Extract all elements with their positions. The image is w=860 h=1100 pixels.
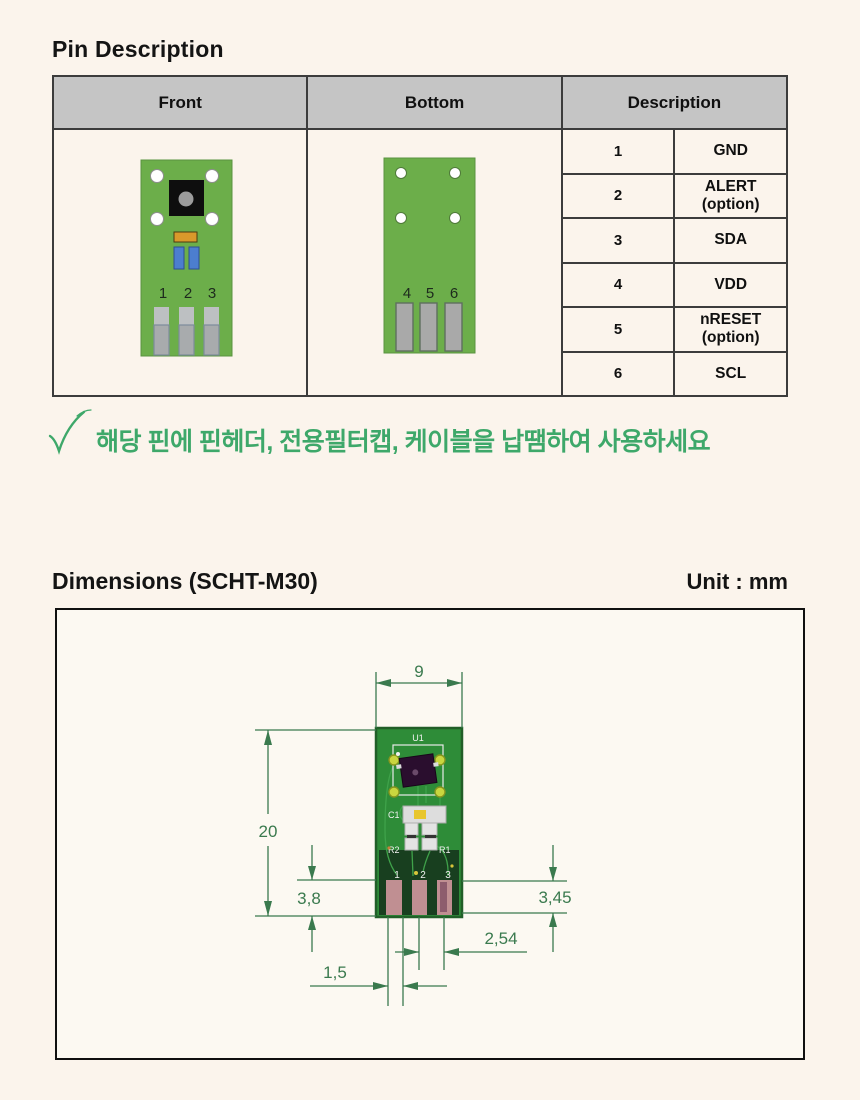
hole-icon [395,212,408,224]
pin-number-label: 5 [426,285,434,302]
bottom-board-cell: 4 5 6 [306,128,563,397]
pin-description: GND [673,128,788,175]
front-pins [153,307,220,356]
dim-label-right: 3,45 [538,888,571,907]
pin-number: 6 [560,350,676,397]
pcb-photo: U1 C1 [374,726,464,919]
dimensions-header: Dimensions (SCHT-M30) Unit : mm [52,568,788,595]
photo-pin1-label: 1 [394,870,400,881]
usage-note-text: 해당 핀에 핀헤더, 전용필터캡, 케이블을 납땜하여 사용하세요 [96,428,711,456]
hole-icon [204,169,219,183]
c1-label: C1 [388,810,400,820]
dim-pitch-254: 2,54 [395,917,527,970]
pad-icon [388,754,400,766]
hole-icon [449,212,462,224]
table-row: 2 ALERT (option) [53,172,788,219]
ic-chip [396,753,439,788]
bottom-board-image: 4 5 6 [383,157,476,354]
pin-description: nRESET (option) [673,306,788,353]
pin-description: VDD [673,261,788,308]
col-header-front: Front [51,75,309,130]
dim-right-345: 3,45 [462,845,572,952]
r2-label: R2 [388,845,400,855]
dim-left-38: 3,8 [297,845,376,952]
sensor-aperture [178,191,194,207]
pin-number-label: 2 [184,285,192,302]
dim-width-9: 9 [375,662,463,728]
photo-pin3-label: 3 [445,870,451,881]
col-header-description: Description [560,75,789,130]
pin-pad [203,307,219,325]
checkmark-icon [48,409,92,455]
pin-number-label: 6 [450,285,458,302]
pad-icon [388,786,400,798]
dim-label-pad: 1,5 [323,963,347,982]
photo-pin2-label: 2 [420,870,426,881]
pin-pad [153,307,169,325]
pin-number: 5 [560,306,676,353]
table-row: 4 VDD [53,261,788,308]
capacitor-body [414,810,426,819]
unit-label: Unit : mm [686,569,788,594]
pin-number-label: 3 [208,285,216,302]
pin-description: SDA [673,217,788,264]
pin-number: 3 [560,217,676,264]
pin-number: 1 [560,128,676,175]
table-row: 6 SCL [53,350,788,397]
pin-pad [395,302,414,352]
via-dot [450,864,454,868]
silkscreen-dot [396,752,400,756]
usage-note: 해당 핀에 핀헤더, 전용필터캡, 케이블을 납땜하여 사용하세요 [46,408,711,458]
hole-icon [395,167,408,179]
silkscreen-outline [392,744,444,796]
hole-icon [204,212,219,226]
copper-pad-shade [440,882,447,912]
hole-icon [449,167,462,179]
bottom-pins [395,302,463,352]
dim-label-pitch: 2,54 [484,929,517,948]
pin-number-label: 1 [159,285,167,302]
front-board-image: 1 2 3 [140,159,233,357]
resistor [173,246,185,270]
pin-number-label: 4 [403,285,411,302]
dim-height-20: 20 [255,729,376,917]
dim-label-height: 20 [259,822,278,841]
col-header-bottom: Bottom [306,75,563,130]
copper-pad [412,880,427,915]
pin-number: 4 [560,261,676,308]
hole-icon [149,212,164,226]
pin-description: SCL [673,350,788,397]
capacitor [173,231,198,243]
dim-pad-15: 1,5 [310,917,447,1006]
pin-pad [178,324,195,356]
pin-pad [178,307,194,325]
table-row: 1 2 3 [51,128,788,397]
pad-icon [434,786,446,798]
dimensions-figure-box: U1 C1 [55,608,805,1060]
dim-label-width: 9 [414,662,423,681]
resistor [188,246,200,270]
front-board-cell: 1 2 3 [51,128,309,397]
pin-pad [203,324,220,356]
dimensions-title: Dimensions (SCHT-M30) [52,568,318,594]
pin-description: ALERT (option) [673,172,788,219]
r1-label: R1 [439,845,451,855]
pin-pad [153,324,170,356]
table-row: 3 SDA [53,217,788,264]
via-dot [387,846,391,850]
u1-label: U1 [412,733,424,743]
pin-number: 2 [560,172,676,219]
pin-pad [444,302,463,352]
copper-pad [386,880,402,915]
resistor-pads [404,822,438,851]
pin-pad [419,302,438,352]
table-row: 5 nRESET (option) [53,306,788,353]
pin-description-title: Pin Description [52,36,224,62]
dim-label-left: 3,8 [297,889,321,908]
pin-description-table: Front Bottom Description [51,75,789,397]
hole-icon [149,169,164,183]
via-dot [414,871,418,875]
dimensions-drawing: U1 C1 [255,662,572,1006]
